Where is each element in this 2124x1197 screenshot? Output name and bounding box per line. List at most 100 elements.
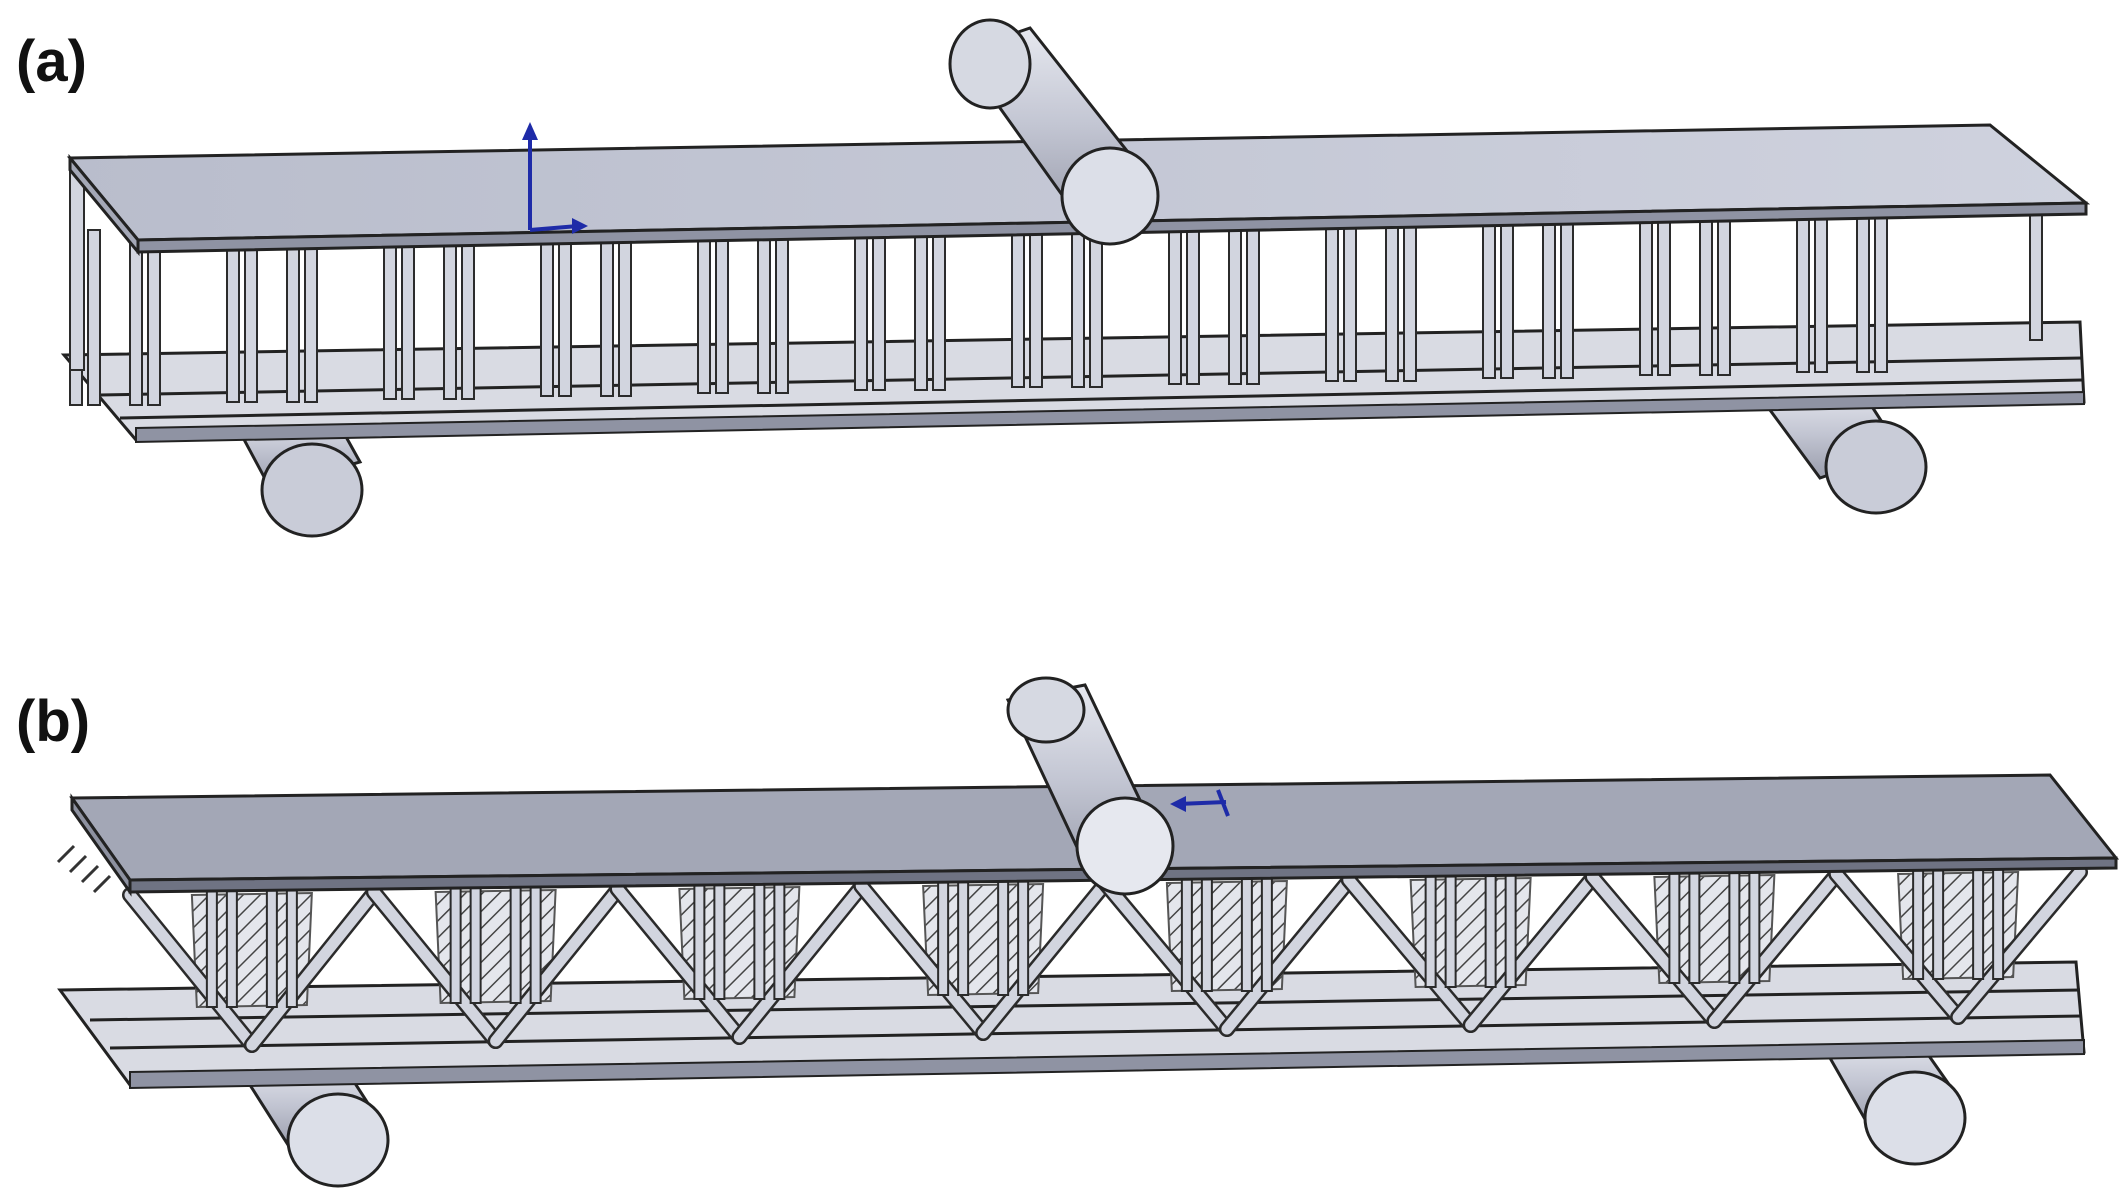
vertical-post <box>937 877 950 996</box>
web-strut <box>1560 202 1574 379</box>
diagonal-strut <box>368 886 502 1047</box>
diagonal-strut <box>1465 872 1598 1031</box>
web-strut <box>872 214 886 391</box>
diagonal-strut <box>612 883 745 1043</box>
diagonal-strut <box>1587 871 1720 1027</box>
vertical-post <box>1932 865 1945 980</box>
panel-label-a: (a) <box>16 29 87 94</box>
web-strut <box>304 226 318 403</box>
vertical-post <box>509 883 522 1004</box>
vertical-post <box>1484 871 1497 988</box>
vertical-post <box>449 883 462 1004</box>
vertical-post <box>1728 868 1741 984</box>
web-strut <box>1717 199 1731 376</box>
web-strut <box>1246 208 1260 385</box>
vertical-post <box>957 877 970 996</box>
web-strut <box>1699 199 1713 376</box>
vertical-post <box>1444 871 1457 988</box>
vertical-post <box>469 883 482 1004</box>
web-strut <box>226 226 240 403</box>
vertical-post <box>225 886 238 1008</box>
web-strut <box>1874 196 1888 373</box>
vertical-post <box>205 886 218 1008</box>
diagonal-strut <box>1343 874 1477 1031</box>
vertical-post <box>773 880 786 1000</box>
diagonal-strut <box>124 889 258 1051</box>
web-strut <box>697 217 711 394</box>
web-strut <box>1639 199 1653 376</box>
diagonal-strut <box>855 880 989 1039</box>
web-strut <box>1403 205 1417 382</box>
web-strut <box>443 223 457 400</box>
end-strut-left <box>69 169 85 371</box>
vertical-post <box>1260 874 1273 992</box>
web-strut <box>1814 196 1828 373</box>
web-strut <box>1856 196 1870 373</box>
diagonal-strut <box>1952 866 2086 1023</box>
vertical-post <box>1972 865 1985 980</box>
vertical-post <box>285 886 298 1008</box>
vertical-post <box>1200 874 1213 992</box>
web-strut <box>1168 208 1182 385</box>
vertical-post <box>753 880 766 1000</box>
web-strut <box>461 223 475 400</box>
web-strut <box>775 217 789 394</box>
web-strut <box>1657 199 1671 376</box>
vertical-post <box>529 883 542 1004</box>
web-strut <box>286 226 300 403</box>
web-strut <box>1186 208 1200 385</box>
bottom-plate-b <box>57 960 2086 1090</box>
web-strut <box>600 220 614 397</box>
web-strut <box>757 217 771 394</box>
web-strut <box>558 220 572 397</box>
support-roller-right-a <box>1767 386 1928 515</box>
web-strut <box>914 214 928 391</box>
panel-b-beam <box>56 676 2120 1188</box>
web-strut <box>244 226 258 403</box>
web-strut <box>1482 202 1496 379</box>
vertical-post <box>1668 868 1681 984</box>
web-strut <box>87 229 101 406</box>
loading-roller-a <box>948 18 1160 246</box>
web-strut <box>147 229 161 406</box>
left-end-fixture-b <box>56 844 112 894</box>
diagonal-strut <box>1708 869 1842 1027</box>
vertical-post <box>693 880 706 1000</box>
vertical-post <box>1912 865 1925 980</box>
diagonal-strut <box>1221 875 1355 1035</box>
web-strut <box>1011 211 1025 388</box>
web-strut <box>715 217 729 394</box>
panel-label-b: (b) <box>16 689 91 754</box>
diagonal-strut <box>490 884 623 1047</box>
web-strut <box>1228 208 1242 385</box>
diagonal-strut <box>1099 877 1233 1035</box>
web-strut <box>1542 202 1556 379</box>
vertical-post <box>1748 868 1761 984</box>
web-strut <box>1325 205 1339 382</box>
vertical-post <box>1017 877 1030 996</box>
web-strut <box>1343 205 1357 382</box>
vertical-post <box>1992 865 2005 980</box>
support-roller-left-b <box>247 1058 390 1188</box>
diagonal-strut <box>977 878 1111 1039</box>
vertical-post <box>713 880 726 1000</box>
diagonal-strut <box>1830 868 1964 1023</box>
web-strut <box>618 220 632 397</box>
web-strut <box>129 229 143 406</box>
vertical-post <box>265 886 278 1008</box>
web-strut <box>540 220 554 397</box>
support-roller-right-b <box>1827 1034 1967 1166</box>
web-strut <box>1796 196 1810 373</box>
vertical-post <box>1688 868 1701 984</box>
end-strut-right <box>2029 204 2043 341</box>
loading-roller-b <box>1005 676 1175 896</box>
vertical-post <box>1240 874 1253 992</box>
web-strut <box>383 223 397 400</box>
web-strut <box>1071 211 1085 388</box>
web-strut <box>1500 202 1514 379</box>
diagonal-strut <box>733 881 867 1043</box>
vertical-post <box>1180 874 1193 992</box>
web-strut <box>401 223 415 400</box>
vertical-post <box>997 877 1010 996</box>
